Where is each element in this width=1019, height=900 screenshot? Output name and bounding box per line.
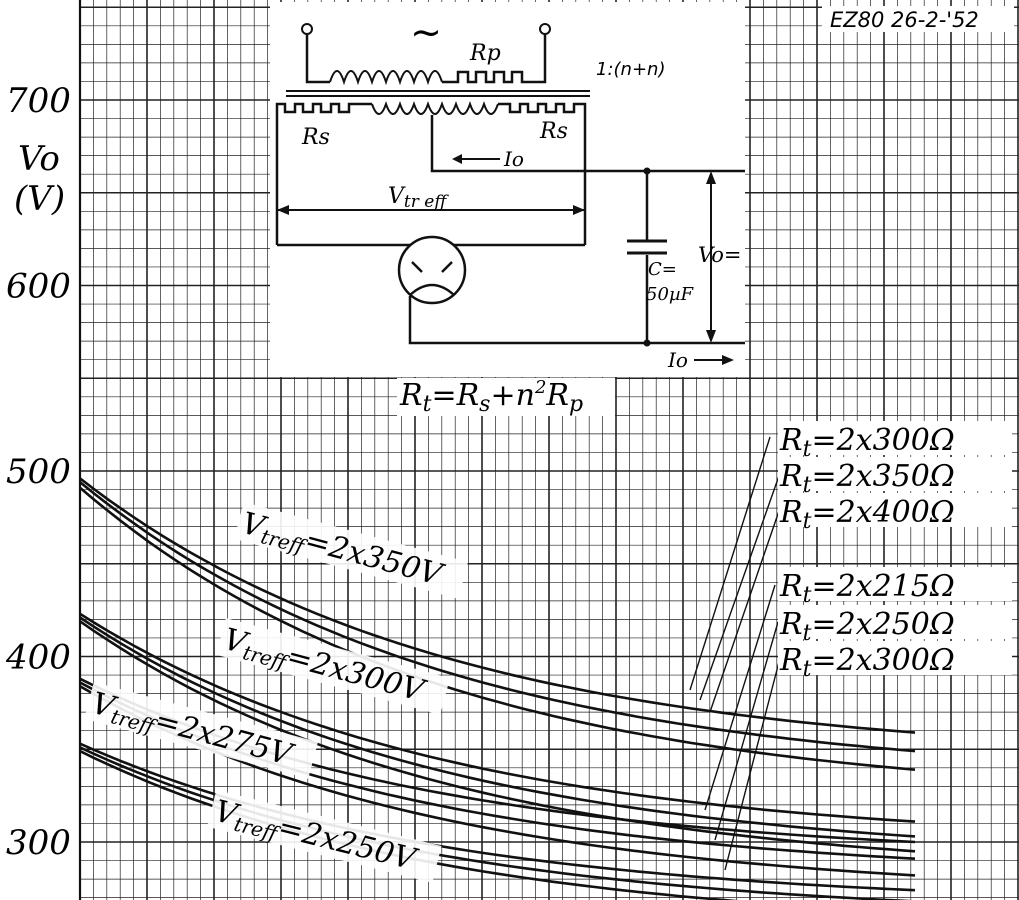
- primary-coil-icon: [329, 70, 443, 86]
- leader-lines: [689, 436, 781, 871]
- rt-label: Rt=2x300Ω: [779, 423, 955, 462]
- rt-label: Rt=2x400Ω: [779, 495, 955, 534]
- ratio-label: 1:(n+n): [596, 59, 665, 80]
- rs-left-label: Rs: [301, 125, 330, 150]
- group-label-background: [216, 617, 450, 715]
- rt-label-background: [778, 641, 1012, 675]
- leader-line: [704, 584, 776, 811]
- group-label-background: [234, 501, 468, 599]
- chart-tag: EZ80 26-2-'52: [830, 8, 979, 32]
- formula-label: Rt=Rs+n2Rp: [399, 377, 583, 417]
- y-tick-label: 600: [6, 267, 71, 307]
- rt-label-background: [778, 457, 1012, 491]
- series-line: [79, 481, 916, 753]
- y-axis-unit: (V): [14, 179, 65, 219]
- group-label-background: [84, 681, 318, 779]
- centre-tap-wire: [430, 115, 745, 173]
- rt-label: Rt=2x215Ω: [779, 569, 955, 608]
- group-label: Vtreff=2x350V: [234, 501, 468, 599]
- y-tick-label: 500: [6, 452, 71, 492]
- cathode-wire: [408, 296, 745, 345]
- vo-label: Vo=: [698, 243, 741, 267]
- tube-electrodes-icon: [409, 261, 455, 296]
- io-out-arrowhead-icon: [722, 355, 734, 365]
- series-line: [79, 620, 916, 853]
- rs-right-label: Rs: [539, 119, 568, 144]
- rt-label: Rt=2x300Ω: [779, 643, 955, 682]
- rt-label-background: [778, 567, 1012, 601]
- circuit-inset: ~ Rp 1:(n+n) Rs Rs Io Vtr eff C=: [270, 2, 745, 377]
- rectifier-tube-icon: [397, 235, 467, 305]
- group-label: Vtreff=2x250V: [207, 789, 442, 883]
- secondary-coil-icon: [371, 100, 499, 115]
- leader-line: [699, 472, 781, 701]
- rt-label: Rt=2x250Ω: [779, 607, 955, 646]
- io-label: Io: [503, 147, 524, 171]
- capacitor-value-label: 50µF: [646, 284, 695, 305]
- rs-right-resistor-icon: [498, 102, 587, 245]
- formula-background: [397, 378, 615, 416]
- rp-resistor-icon: [442, 34, 547, 84]
- ac-source-symbol: ~: [410, 10, 442, 54]
- rt-label: Rt=2x350Ω: [779, 459, 955, 498]
- curves: [79, 477, 916, 900]
- curve-labels: Vtreff=2x350VVtreff=2x300VVtreff=2x275VV…: [84, 421, 1012, 883]
- y-tick-label: 300: [6, 823, 71, 863]
- leader-line: [709, 507, 781, 713]
- primary-wire: [305, 34, 330, 84]
- leader-line: [714, 621, 779, 841]
- y-axis: Vo (V) 700 600 500 400 300: [5, 81, 71, 863]
- rp-label: Rp: [469, 41, 501, 66]
- vtr-eff-label: Vtr eff: [388, 184, 449, 212]
- rt-label-background: [778, 421, 1012, 455]
- series-line: [79, 477, 916, 734]
- io-out-label: Io: [667, 348, 688, 372]
- rt-label-background: [778, 605, 1012, 639]
- tag-background: [822, 6, 1014, 32]
- rs-left-resistor-icon: [275, 102, 372, 245]
- series-line: [79, 616, 916, 838]
- leader-line: [689, 436, 771, 691]
- inset-background: [270, 2, 745, 377]
- y-tick-label: 400: [5, 638, 71, 678]
- y-axis-label: Vo: [18, 139, 60, 179]
- io-arrowhead-icon: [452, 154, 462, 164]
- group-label-background: [207, 789, 442, 883]
- series-line: [79, 612, 916, 823]
- leader-line: [724, 657, 781, 871]
- capacitor-c-label: C=: [648, 259, 677, 280]
- series-line: [79, 486, 916, 771]
- rt-label-background: [778, 493, 1012, 527]
- y-tick-label: 700: [6, 81, 71, 121]
